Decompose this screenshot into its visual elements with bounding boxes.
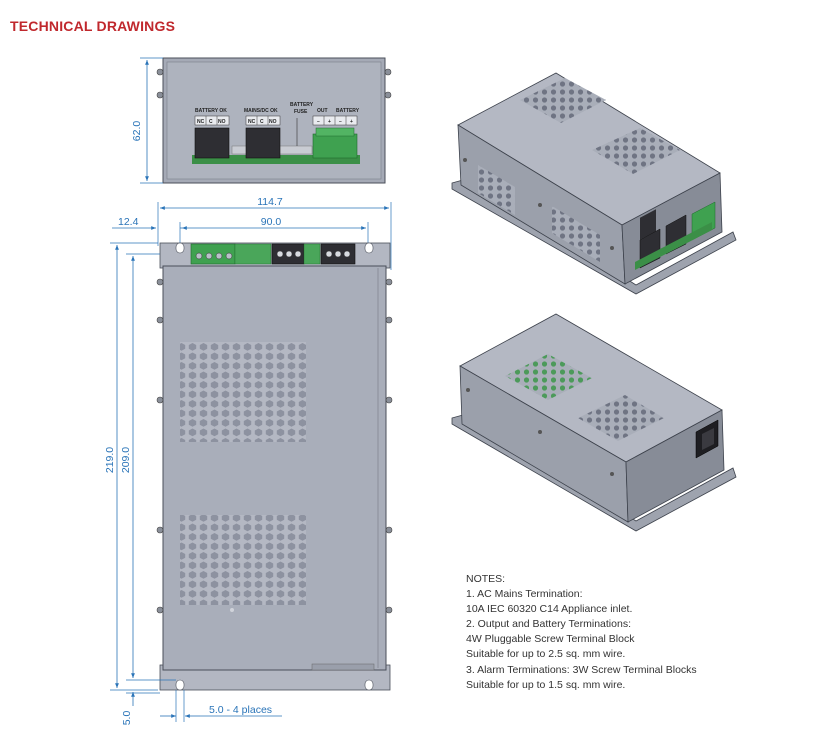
page-title: TECHNICAL DRAWINGS [10,18,176,34]
nc-label: NC [197,119,205,125]
dimension-offset-left: 12.4 [112,216,182,230]
no-label-2: NO [269,119,277,125]
battery-label: BATTERY [336,108,360,114]
c-label-2: C [260,119,264,125]
dimension-slot-width: 5.0 - 4 places [160,690,282,722]
dimension-width-inner: 90.0 [179,216,369,246]
dimension-height-front: 62.0 [131,57,163,184]
dimension-slot-offset: 5.0 [121,692,160,726]
dimension-width-overall: 114.7 [157,196,392,270]
battery-fuse-label-2: FUSE [294,109,308,115]
plus-label: + [328,119,331,125]
notes-block: NOTES: 1. AC Mains Termination: 10A IEC … [466,572,697,693]
dimension-label-width-inner: 90.0 [261,216,282,228]
notes-line: Suitable for up to 1.5 sq. mm wire. [466,678,626,691]
mains-dc-ok-label: MAINS/DC OK [244,108,278,114]
front-view: BATTERY OK MAINS/DC OK BATTERY FUSE OUT … [156,57,392,184]
notes-line: 2. Output and Battery Terminations: [466,618,631,631]
notes-line: 4W Pluggable Screw Terminal Block [466,633,635,646]
notes-line: 1. AC Mains Termination: [466,588,583,601]
isometric-view-bottom [451,313,737,532]
dimension-label-slot-note: 5.0 - 4 places [209,704,272,716]
no-label: NO [218,119,226,125]
dimension-length-overall: 219.0 [104,242,158,691]
notes-line: 10A IEC 60320 C14 Appliance inlet. [466,603,633,616]
notes-heading: NOTES: [466,573,506,585]
nc-label-2: NC [248,119,256,125]
plus-label-2: + [350,119,353,125]
notes-line: Suitable for up to 2.5 sq. mm wire. [466,648,626,661]
dimension-label-width-overall: 114.7 [257,196,283,208]
battery-fuse-label-1: BATTERY [290,102,314,108]
dimension-label-length-overall: 219.0 [104,447,116,473]
isometric-view-top [451,72,737,295]
c-label: C [209,119,213,125]
plan-view [156,242,393,691]
out-label: OUT [317,108,328,114]
minus-label: − [317,119,320,125]
dimension-label-slot-offset: 5.0 [121,711,133,726]
minus-label-2: − [339,119,342,125]
dimension-label-height: 62.0 [131,121,143,142]
dimension-length-inner: 209.0 [120,253,176,681]
dimension-label-offset: 12.4 [118,216,139,228]
notes-line: 3. Alarm Terminations: 3W Screw Terminal… [466,663,697,676]
battery-ok-label: BATTERY OK [195,108,227,114]
dimension-label-length-inner: 209.0 [120,447,132,473]
